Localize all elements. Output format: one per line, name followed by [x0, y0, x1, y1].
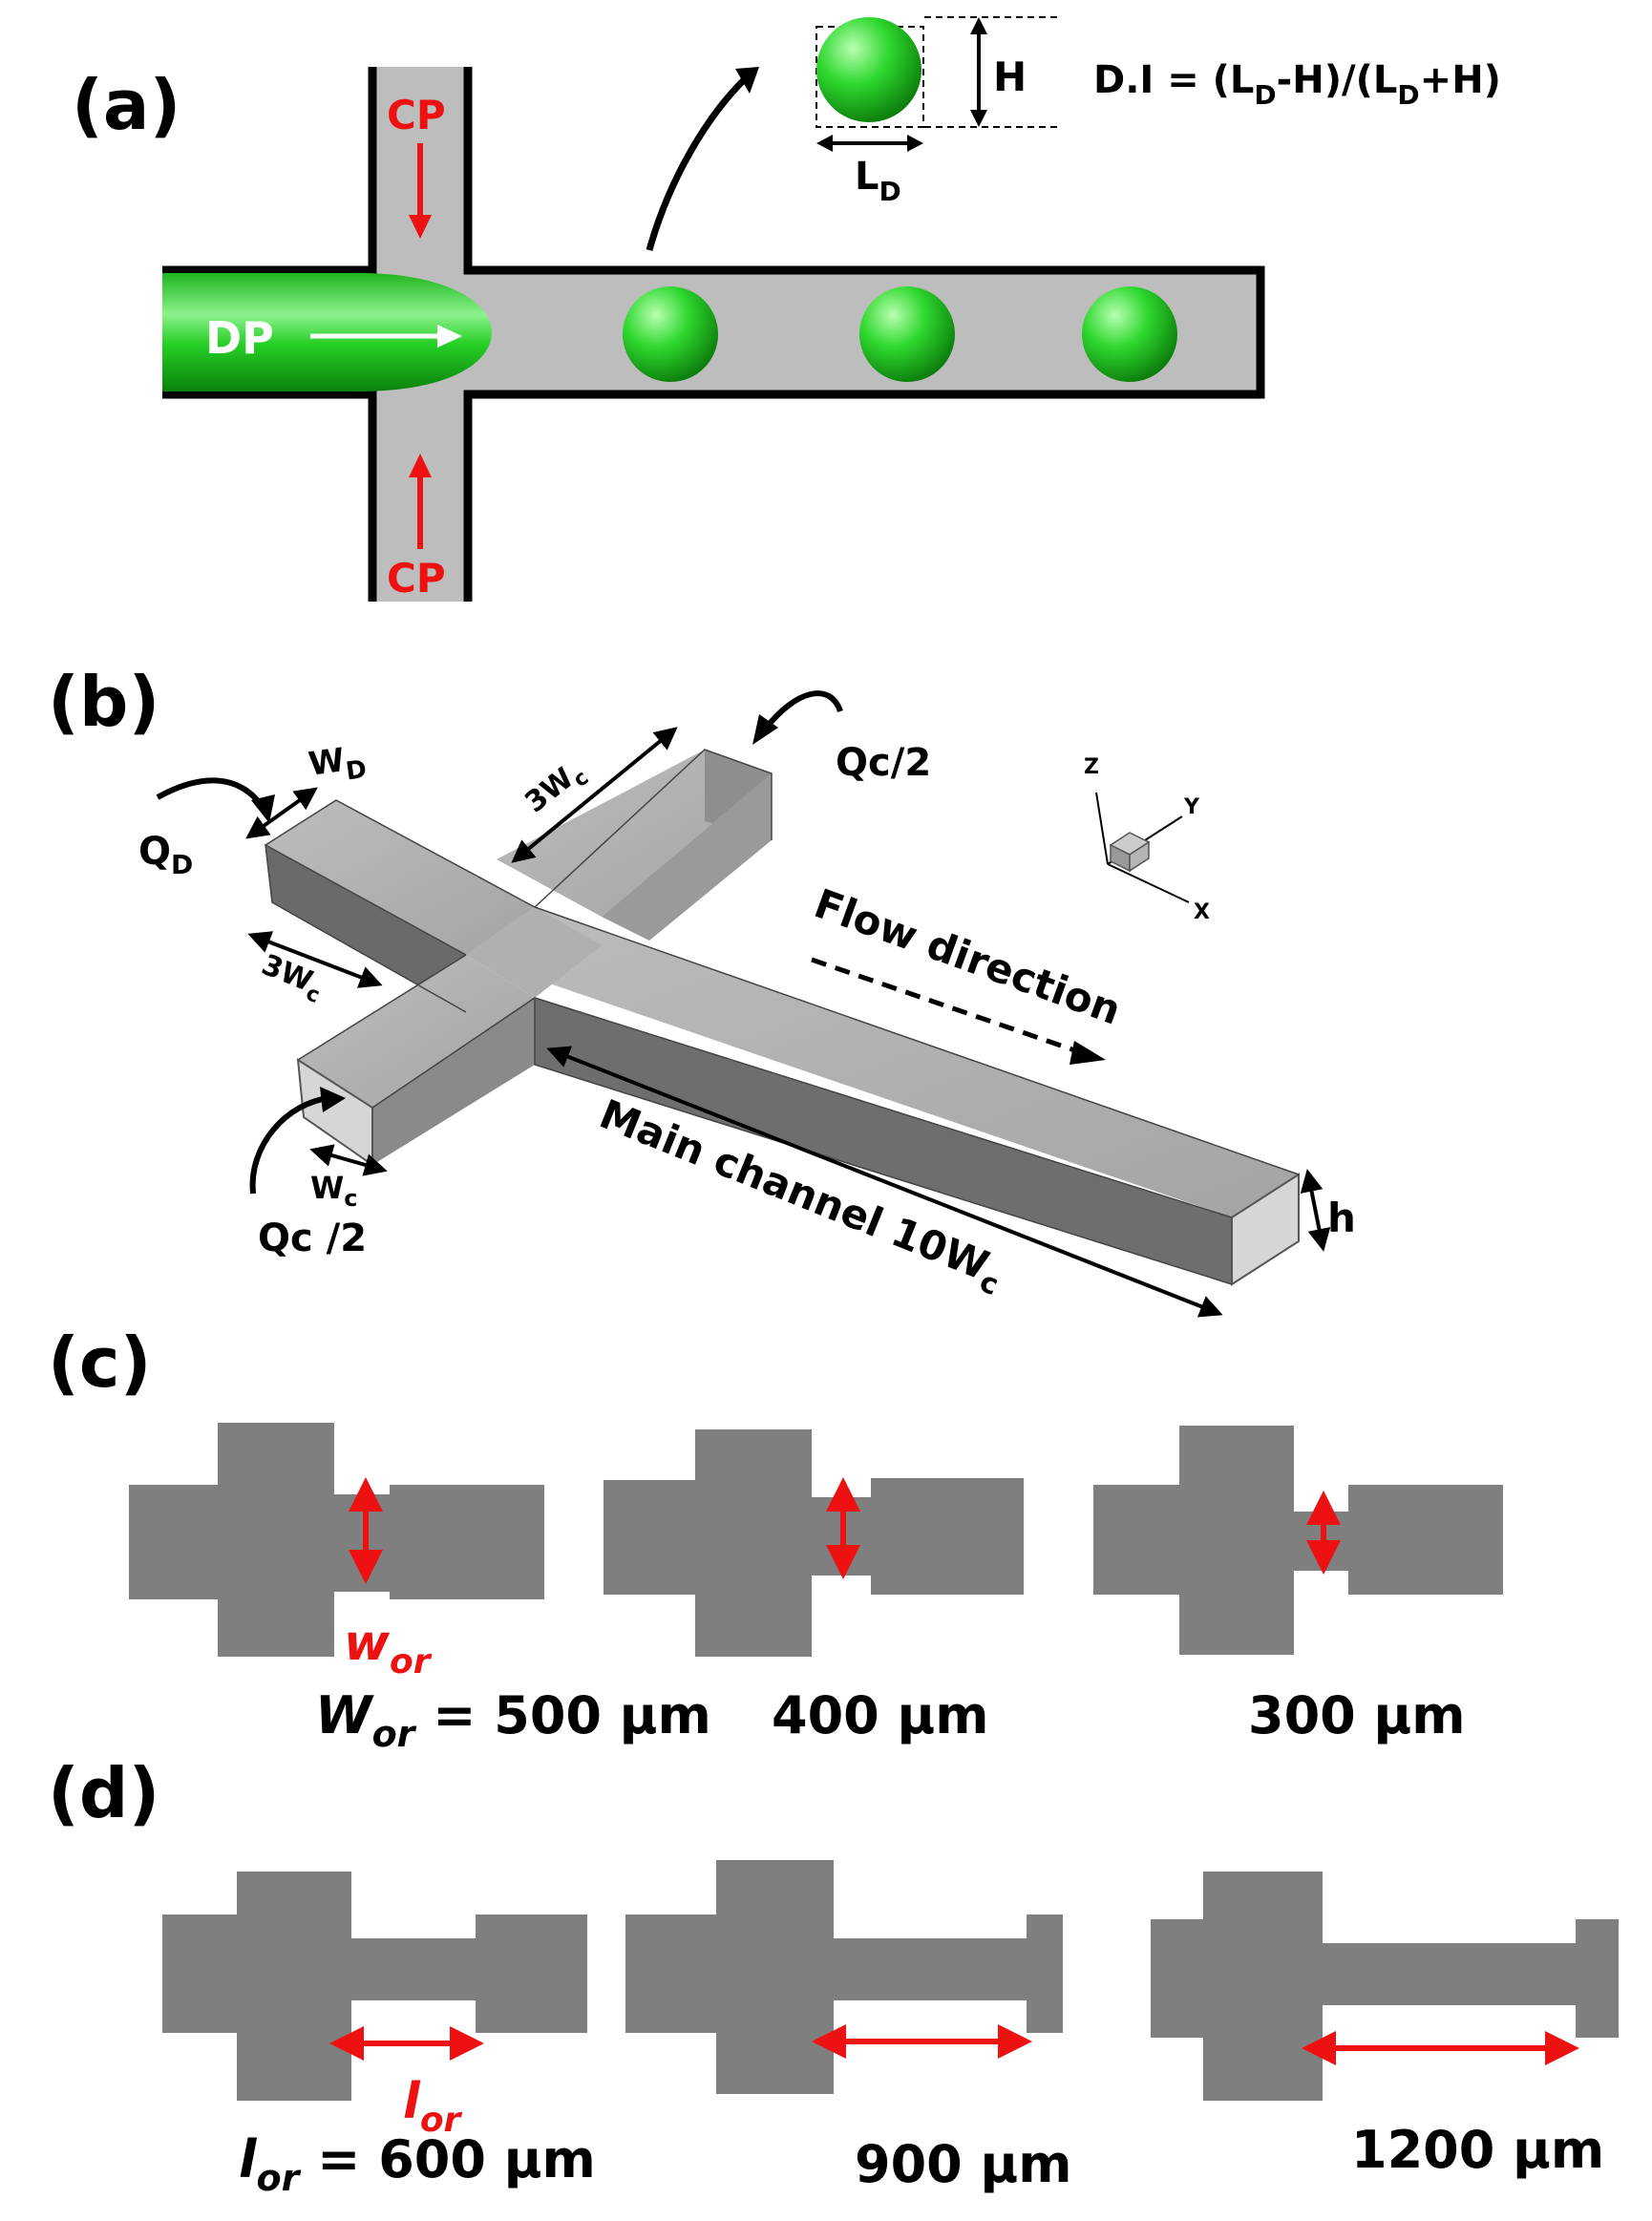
h-height-label: h: [1327, 1195, 1356, 1241]
wor-caption-400: 400 µm: [772, 1685, 989, 1745]
panel-c: (c) wor Wor = 500 µm 400 µm 300: [48, 1322, 1503, 1755]
three-wc-lower: 3Wc: [255, 948, 328, 1008]
wor-caption-500: Wor = 500 µm: [315, 1685, 711, 1755]
wor-symbol: wor: [344, 1615, 433, 1682]
wc-label: Wc: [310, 1170, 358, 1212]
h-label: H: [993, 53, 1027, 100]
cp-label-top: CP: [387, 92, 446, 138]
dp-label: DP: [205, 312, 274, 364]
lor-caption-1200: 1200 µm: [1351, 2120, 1604, 2180]
flow-direction-label: Flow direction: [809, 879, 1128, 1033]
axis-triad: [1095, 792, 1190, 903]
panel-d: (d) lor lor = 600 µm 900 µm 120: [48, 1753, 1619, 2199]
panel-b-label: (b): [48, 662, 159, 742]
qc-top-label: Qc/2: [836, 741, 931, 785]
ld-label: LD: [855, 155, 901, 207]
panel-a: (a) DP CP CP: [72, 16, 1501, 602]
deformation-index-formula: D.I = (LD-H)/(LD+H): [1093, 58, 1501, 111]
orifice-geometry-500: [129, 1423, 544, 1657]
flow-direction-arrow: [1070, 1041, 1106, 1065]
dp-arrow: [437, 325, 462, 348]
cp-label-bottom: CP: [387, 555, 446, 602]
orifice-geometry-600: [162, 1872, 587, 2101]
droplet-1: [623, 286, 718, 382]
wd-label: WD: [307, 738, 369, 792]
three-wc-upper: 3Wc: [519, 753, 593, 824]
orifice-geometry-400: [604, 1429, 1024, 1657]
orifice-geometry-900: [625, 1860, 1063, 2094]
qd-label: QD: [138, 830, 193, 880]
panel-c-label: (c): [48, 1322, 152, 1403]
orifice-geometry-1200: [1151, 1872, 1619, 2101]
qc-bottom-label: Qc /2: [258, 1216, 367, 1260]
droplet-3: [1082, 286, 1177, 382]
axis-y: Y: [1183, 795, 1200, 819]
lor-caption-900: 900 µm: [855, 2134, 1072, 2194]
wor-caption-300: 300 µm: [1248, 1685, 1466, 1745]
zoomed-droplet: H LD: [815, 16, 1060, 207]
panel-a-label: (a): [72, 65, 180, 145]
axis-z: Z: [1084, 755, 1099, 779]
panel-d-label: (d): [48, 1753, 159, 1833]
orifice-geometry-300: [1093, 1426, 1503, 1655]
droplet-2: [859, 286, 955, 382]
lor-symbol: lor: [403, 2073, 463, 2140]
lor-caption-600: lor = 600 µm: [239, 2129, 596, 2199]
panel-b: (b): [48, 662, 1356, 1318]
zoom-arrow: [646, 72, 752, 251]
dispersed-phase-thread: [162, 273, 492, 391]
axis-x: X: [1194, 900, 1210, 924]
